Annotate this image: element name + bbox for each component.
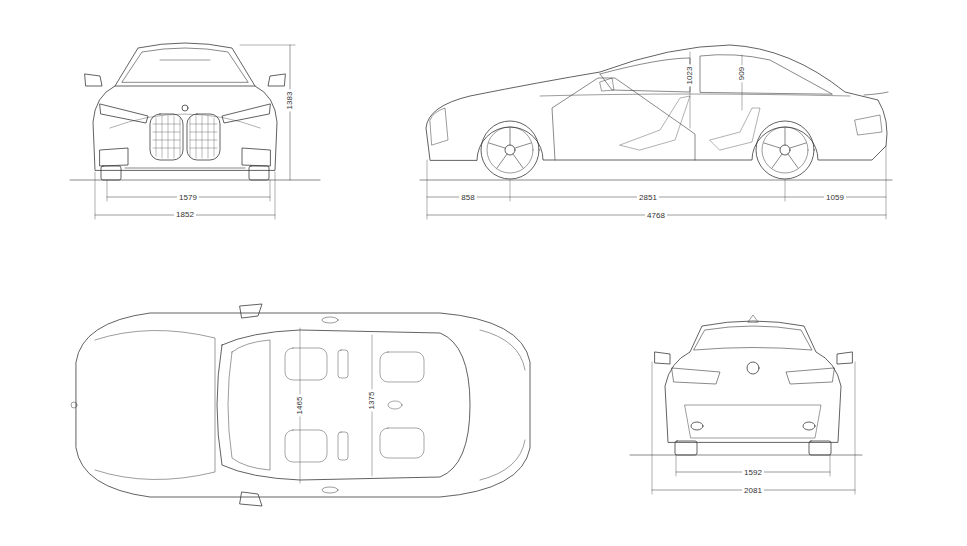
top-view — [71, 304, 530, 506]
side-view — [420, 45, 892, 219]
dimension-label: 4768 — [645, 211, 667, 220]
dimension-label: 1375 — [367, 389, 376, 411]
rear-view — [630, 315, 862, 494]
dimension-label: 2081 — [742, 486, 764, 495]
dimension-label: 1852 — [174, 210, 196, 219]
dimension-label: 858 — [459, 193, 476, 202]
dimension-label: 909 — [737, 64, 746, 81]
dimension-label: 2851 — [637, 193, 659, 202]
dimension-label: 1592 — [742, 468, 764, 477]
dimension-label: 1059 — [824, 193, 846, 202]
front-view — [70, 43, 320, 219]
dimension-label: 1023 — [685, 64, 694, 86]
dimension-label: 1383 — [285, 89, 294, 111]
dimension-label: 1579 — [177, 193, 199, 202]
dimension-label: 1465 — [295, 394, 304, 416]
